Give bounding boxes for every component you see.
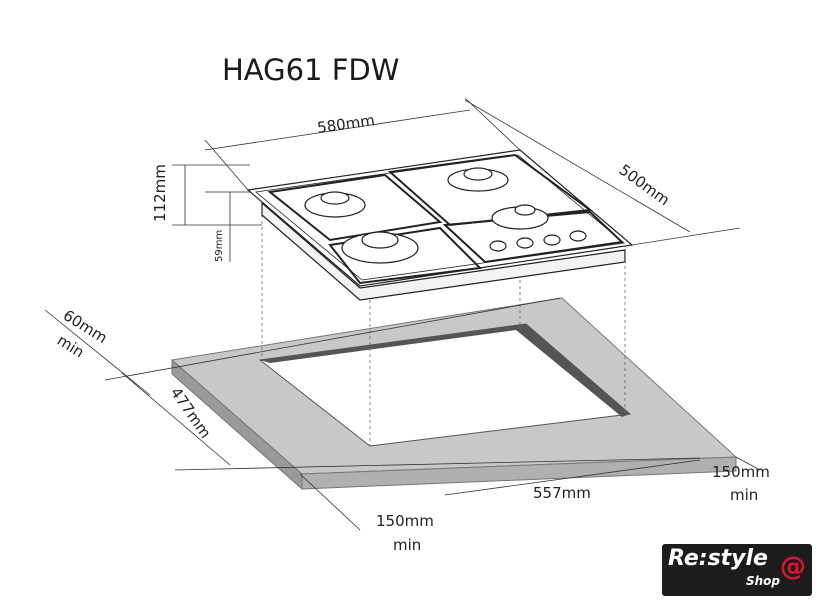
dim-back-clearance-min: min [54,331,88,361]
countertop [170,297,738,491]
gas-hob [246,149,634,301]
dim-side-left: 150mm [376,512,434,530]
dim-side-right-min: min [730,486,758,504]
dim-height-below: 59mm [214,230,225,262]
logo-cart-icon: @ [780,552,806,582]
logo-brand: Re:style [668,546,768,571]
control-knobs [489,230,587,252]
burners [304,167,549,264]
logo-sub: Shop [746,574,781,588]
dimension-lines [44,97,761,531]
model-title: HAG61 FDW [222,53,399,87]
dim-width: 580mm [316,111,376,137]
dim-side-right: 150mm [712,463,770,481]
dim-height-total: 112mm [151,164,169,222]
cutout-edge [260,324,630,417]
restyle-shop-logo: Re:style Shop @ [662,544,812,596]
dim-side-left-min: min [393,536,421,554]
dim-cutout-width: 557mm [533,484,591,502]
dim-depth: 500mm [616,161,673,210]
